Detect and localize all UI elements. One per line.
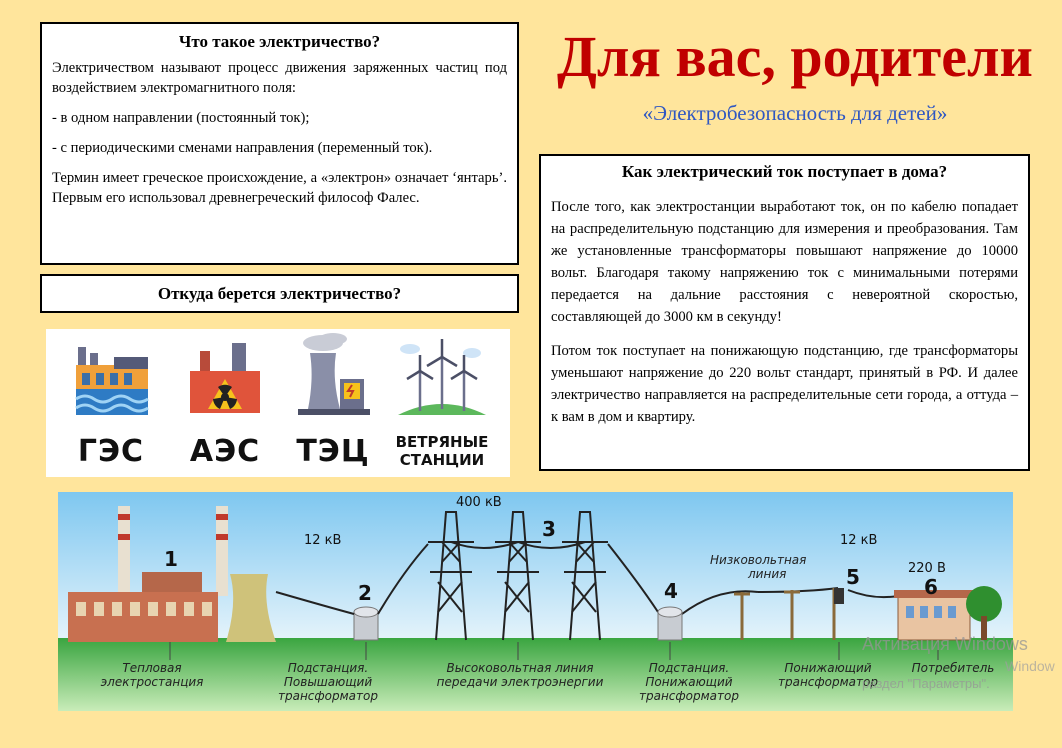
diagram-number-6: 6 xyxy=(924,575,938,599)
where-from-box: Откуда берется электричество? xyxy=(40,274,519,313)
label-sub-up-2: Повышающий xyxy=(284,675,372,689)
what-is-heading: Что такое электричество? xyxy=(178,32,381,51)
power-lines xyxy=(275,541,899,615)
diagram-number-5: 5 xyxy=(846,565,860,589)
what-is-p3: - с периодическими сменами направления (… xyxy=(52,140,433,156)
power-stations-panel: ГЭС АЭС ТЭЦ xyxy=(46,329,510,477)
voltage-label-220v: 220 В xyxy=(908,561,946,576)
consumer-house-illustration xyxy=(894,586,1002,641)
label-sub-up-3: трансформатор xyxy=(278,689,378,703)
label-consumer: Потребитель xyxy=(912,661,995,675)
diagram-number-3: 3 xyxy=(542,517,556,541)
hydro-plant-icon xyxy=(75,347,149,415)
page-subtitle: «Электробезопасность для детей» xyxy=(642,101,948,125)
diagram-number-4: 4 xyxy=(664,579,678,603)
voltage-label-400kv: 400 кВ xyxy=(456,495,502,510)
wind-turbines-icon xyxy=(398,339,486,415)
label-thermal-2: электростанция xyxy=(101,675,204,689)
thermal-plant-icon xyxy=(298,333,370,415)
hydro-station: ГЭС xyxy=(56,329,166,477)
step-up-substation-illustration xyxy=(353,606,379,641)
station-label-hydro: ГЭС xyxy=(77,434,145,469)
low-voltage-line-label-1: Низковольтная xyxy=(710,553,806,567)
low-voltage-poles xyxy=(734,588,836,640)
label-thermal-1: Тепловая xyxy=(122,661,181,675)
diagram-number-1: 1 xyxy=(164,547,178,571)
label-sub-up-1: Подстанция. xyxy=(288,661,368,675)
what-is-p1: Электричеством называют процесс движения… xyxy=(52,60,507,96)
voltage-label-12kv: 12 кВ xyxy=(304,533,341,548)
nuclear-station: АЭС xyxy=(170,329,280,477)
how-comes-heading: Как электрический ток поступает в дома? xyxy=(621,162,948,181)
nuclear-plant-icon xyxy=(190,343,260,413)
low-voltage-line-label-2: линия xyxy=(747,567,786,581)
how-comes-p1: После того, как электростанции выработаю… xyxy=(551,199,1018,325)
station-label-nuclear: АЭС xyxy=(189,434,261,469)
transmission-towers xyxy=(428,511,608,641)
label-pointers xyxy=(169,642,939,660)
label-sub-down-1: Подстанция. xyxy=(649,661,729,675)
what-is-electricity-box: Что такое электричество? Электричеством … xyxy=(40,22,519,265)
label-pole-transformer-1: Понижающий xyxy=(784,661,871,675)
voltage-label-12kv-2: 12 кВ xyxy=(840,533,877,548)
how-comes-p2: Потом ток поступает на понижающую подста… xyxy=(551,343,1018,425)
thermal-plant-illustration xyxy=(68,506,276,642)
label-pole-transformer-2: трансформатор xyxy=(778,675,878,689)
power-transmission-diagram: 1 2 3 4 5 6 12 кВ 400 кВ 12 кВ 220 В Низ… xyxy=(58,492,1013,711)
windows-activation-watermark-cut: Window xyxy=(1005,658,1055,674)
ground xyxy=(58,638,1013,711)
where-from-heading: Откуда берется электричество? xyxy=(157,284,402,303)
windows-activation-watermark-sub: раздел "Параметры". xyxy=(862,676,990,691)
station-label-thermal: ТЭЦ xyxy=(296,434,370,469)
label-hv-line-2: передачи электроэнергии xyxy=(437,675,604,689)
what-is-p4: Термин имеет греческое происхождение, а … xyxy=(52,170,507,206)
label-sub-down-2: Понижающий xyxy=(645,675,732,689)
thermal-station: ТЭЦ xyxy=(278,329,388,477)
station-label-wind: ВЕТРЯНЫЕ СТАНЦИИ xyxy=(395,433,489,469)
label-hv-line-1: Высоковольтная линия xyxy=(447,661,594,675)
diagram-number-2: 2 xyxy=(358,581,372,605)
how-current-comes-box: Как электрический ток поступает в дома? … xyxy=(539,154,1030,471)
page-title: Для вас, родители xyxy=(557,24,1033,89)
wind-stations: ВЕТРЯНЫЕ СТАНЦИИ xyxy=(380,329,504,477)
step-down-substation-illustration xyxy=(657,606,683,641)
windows-activation-watermark: Активация Windows xyxy=(862,634,1028,654)
pole-transformer xyxy=(834,588,844,604)
label-sub-down-3: трансформатор xyxy=(639,689,739,703)
what-is-p2: - в одном направлении (постоянный ток); xyxy=(52,110,310,126)
